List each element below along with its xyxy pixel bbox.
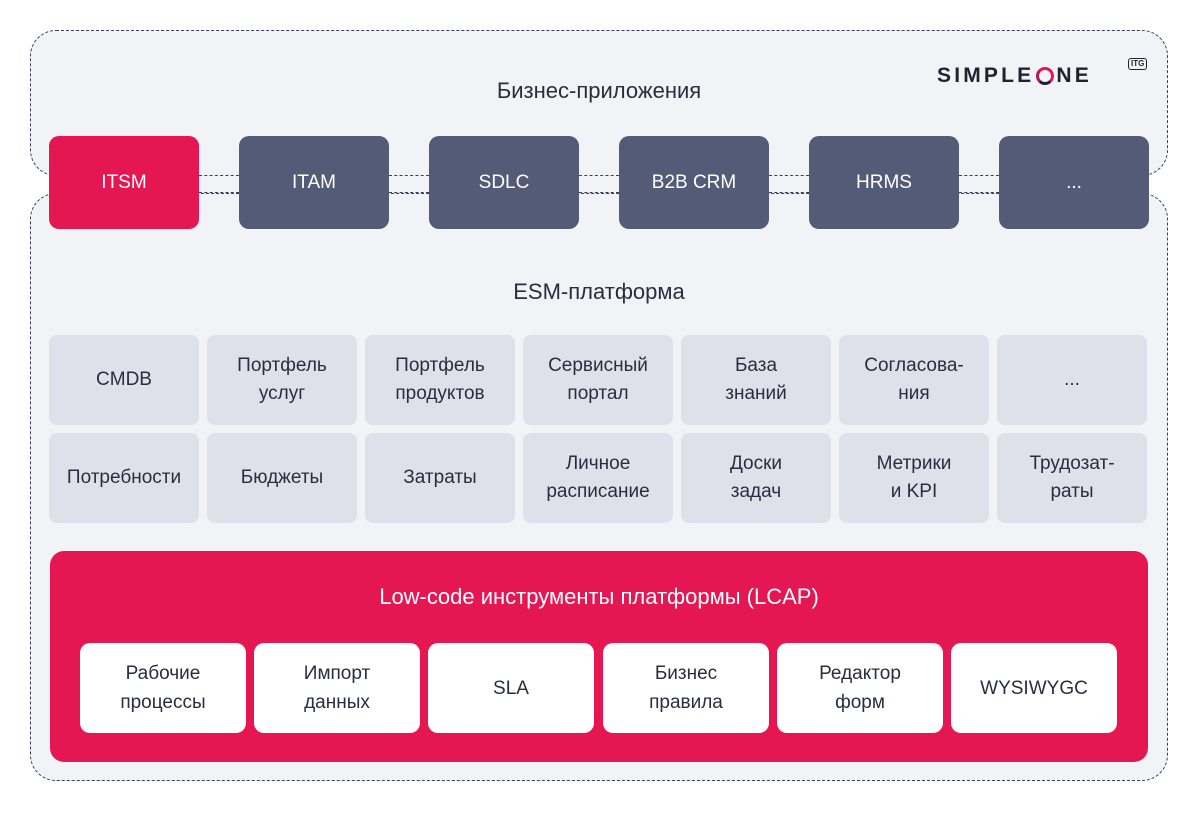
tool-wysiwygc[interactable]: WYSIWYGC xyxy=(951,643,1117,733)
module-knowledge-base[interactable]: База знаний xyxy=(681,335,831,425)
module-task-boards[interactable]: Доски задач xyxy=(681,433,831,523)
module-service-portfolio[interactable]: Портфель услуг xyxy=(207,335,357,425)
tool-form-editor[interactable]: Редактор форм xyxy=(777,643,943,733)
module-personal-schedule[interactable]: Личное расписание xyxy=(523,433,673,523)
module-costs[interactable]: Затраты xyxy=(365,433,515,523)
business-apps-region xyxy=(30,30,1168,176)
simpleone-logo: SIMPLE NE xyxy=(937,56,1092,96)
connector xyxy=(199,175,239,193)
module-needs[interactable]: Потребности xyxy=(49,433,199,523)
app-itam[interactable]: ITAM xyxy=(239,136,389,229)
app-more[interactable]: ... xyxy=(999,136,1149,229)
lcap-title: Low-code инструменты платформы (LCAP) xyxy=(379,584,819,609)
module-metrics-kpi[interactable]: Метрики и KPI xyxy=(839,433,989,523)
module-cmdb[interactable]: CMDB xyxy=(49,335,199,425)
connector xyxy=(389,175,429,193)
logo-text-after: NE xyxy=(1056,64,1092,87)
app-itsm[interactable]: ITSM xyxy=(49,136,199,229)
logo-text-before: SIMPLE xyxy=(937,64,1035,87)
tool-workflows[interactable]: Рабочие процессы xyxy=(80,643,246,733)
module-service-portal[interactable]: Сервисный портал xyxy=(523,335,673,425)
connector xyxy=(769,175,809,193)
lcap-panel: Low-code инструменты платформы (LCAP) Ра… xyxy=(50,551,1148,762)
app-sdlc[interactable]: SDLC xyxy=(429,136,579,229)
logo-badge: ITG xyxy=(1128,58,1148,70)
tool-data-import[interactable]: Импорт данных xyxy=(254,643,420,733)
connector xyxy=(579,175,619,193)
tool-business-rules[interactable]: Бизнес правила xyxy=(603,643,769,733)
esm-platform-title: ESM-платформа xyxy=(513,279,685,304)
module-more[interactable]: ... xyxy=(997,335,1147,425)
logo-ring-icon xyxy=(1036,67,1055,85)
app-b2b-crm[interactable]: B2B CRM xyxy=(619,136,769,229)
connector xyxy=(959,175,999,193)
module-labor-costs[interactable]: Трудозат- раты xyxy=(997,433,1147,523)
module-budgets[interactable]: Бюджеты xyxy=(207,433,357,523)
module-approvals[interactable]: Согласова- ния xyxy=(839,335,989,425)
tool-sla[interactable]: SLA xyxy=(428,643,594,733)
app-hrms[interactable]: HRMS xyxy=(809,136,959,229)
business-apps-title: Бизнес-приложения xyxy=(496,78,702,103)
module-product-portfolio[interactable]: Портфель продуктов xyxy=(365,335,515,425)
